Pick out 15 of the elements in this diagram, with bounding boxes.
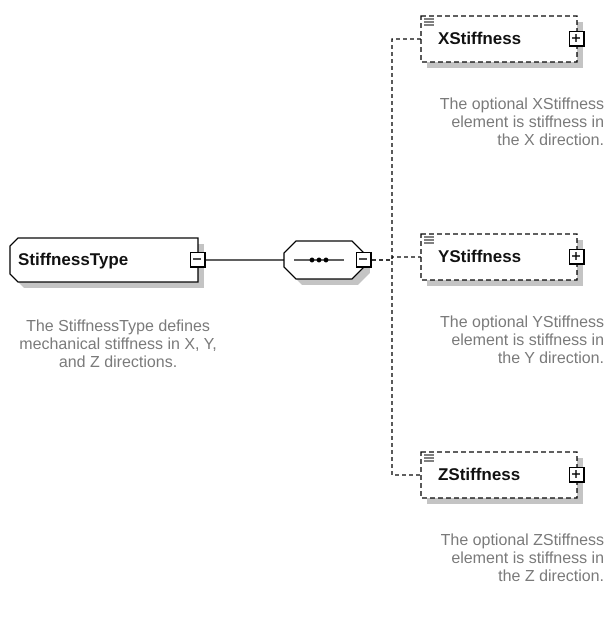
element-box [10, 238, 206, 288]
annotation-text: The optional XStiffness element is stiffness in the X direction. [438, 96, 604, 150]
element-box [421, 234, 585, 286]
annotation-text: The optional ZStiffness element is stiffness in the Z direction. [440, 532, 604, 586]
connector-line [206, 259, 284, 261]
element-box [421, 16, 585, 68]
element-name: ZStiffness [438, 464, 520, 486]
connector-line [372, 259, 421, 476]
element-name: YStiffness [438, 246, 522, 268]
sequence-octagon [284, 241, 372, 285]
element-name: XStiffness [438, 28, 522, 50]
element-box [421, 452, 585, 504]
element-name: StiffnessType [18, 249, 128, 271]
annotation-text: The StiffnessType defines mechanical stiffness in X, Y, and Z directions. [18, 318, 218, 372]
annotation-text: The optional YStiffness element is stiffness in the Y direction. [439, 314, 604, 368]
